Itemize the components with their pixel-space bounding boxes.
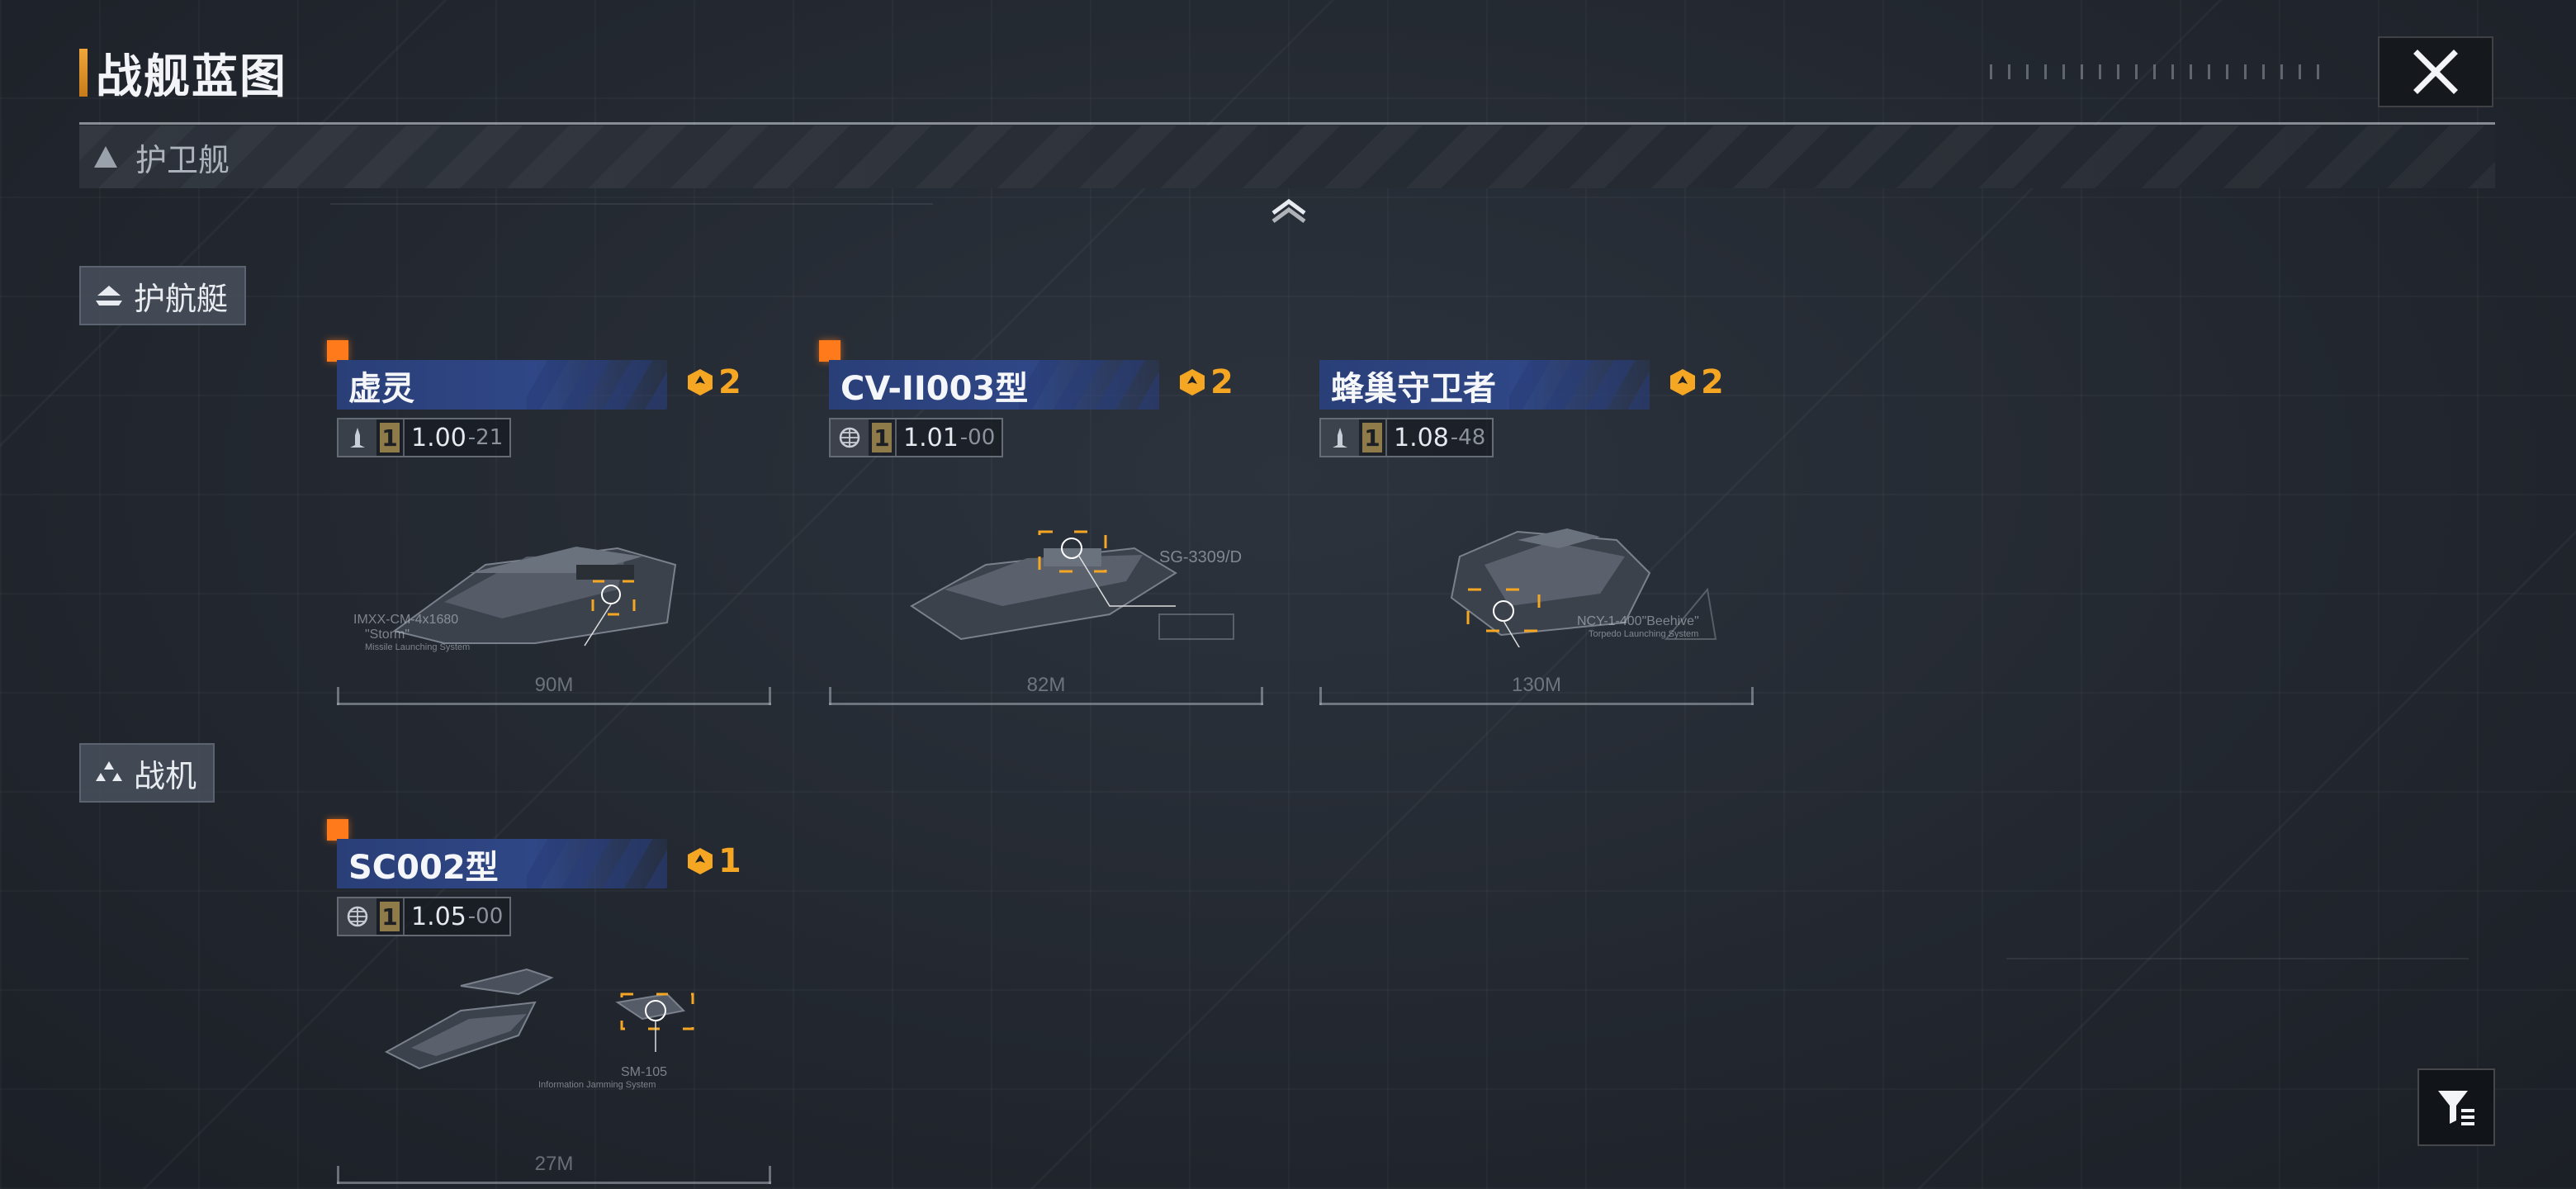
- ship-cost-value: 2: [1210, 363, 1234, 401]
- rarity-marker: [327, 819, 348, 841]
- decorative-ticks: [1990, 64, 2320, 79]
- ship-level: 1: [380, 902, 400, 931]
- ship-stat-sub: -48: [1450, 425, 1486, 450]
- weapon-desc: Missile Launching System: [365, 642, 471, 652]
- ship-level: 1: [380, 423, 400, 452]
- ship-length: 90M: [534, 674, 574, 696]
- ship-card-cv-ii003[interactable]: CV-II003型 2 1 1.01-00 SG-3309/D 82M: [819, 340, 1263, 705]
- ship-name: 虚灵: [348, 370, 414, 408]
- ship-name: SC002型: [348, 849, 499, 887]
- ship-scale-bar: [337, 1161, 771, 1184]
- rarity-marker: [327, 340, 348, 362]
- missile-icon: [350, 428, 365, 448]
- ship-scale-bar: [829, 682, 1263, 705]
- ship-cost: 1: [684, 842, 741, 880]
- cost-emblem-icon: [1180, 369, 1205, 396]
- weapon-label: SM-105: [621, 1065, 668, 1079]
- ship-scale-bar: [337, 682, 771, 705]
- ship-stat-value: 1.01: [903, 423, 959, 452]
- section-header-label: 护卫舰: [135, 141, 230, 178]
- ship-stat-sub: -21: [467, 425, 504, 450]
- weapon-label: IMXX-CM-4x1680: [353, 613, 459, 627]
- ship-cost: 2: [1666, 363, 1724, 401]
- background-ruler: [330, 203, 933, 205]
- weapon-label: SG-3309/D: [1159, 548, 1243, 566]
- ship-length: 27M: [534, 1153, 574, 1175]
- header-divider: [79, 122, 2495, 125]
- close-button[interactable]: [2378, 36, 2493, 107]
- weapon-sub: "Storm": [365, 628, 410, 642]
- ship-level: 1: [872, 423, 892, 452]
- ship-illustration: [392, 547, 677, 647]
- globe-icon: [839, 427, 860, 448]
- ship-name-bar: [337, 360, 667, 410]
- title-accent: [79, 49, 88, 97]
- ship-illustration: [384, 968, 694, 1070]
- ship-stat-sub: -00: [467, 904, 504, 929]
- triangle-up-icon: [94, 146, 117, 168]
- ship-illustration: [1450, 528, 1717, 647]
- ship-name-bar: [829, 360, 1159, 410]
- ship-stat-box: 1 1.01-00: [829, 418, 1004, 457]
- weapon-label: NCY-1-400"Beehive": [1577, 614, 1699, 628]
- ship-stat-value: 1.08: [1394, 423, 1449, 452]
- ship-cost: 2: [1176, 363, 1234, 401]
- close-icon: [2413, 50, 2458, 94]
- ship-name-bar: [337, 839, 667, 888]
- page-title-bar: 战舰蓝图: [79, 46, 287, 104]
- section-label-text: 战机: [134, 757, 197, 794]
- ship-stat-box: 1 1.08-48: [1319, 418, 1494, 457]
- missile-icon: [1333, 428, 1347, 448]
- ship-card-hive-guardian[interactable]: 蜂巢守卫者 2 1 1.08-48 NCY-1-400"Beehive" Tor…: [1319, 350, 1754, 705]
- ship-card-sc002[interactable]: SC002型 1 1 1.05-00 SM-105 Information Ja…: [327, 819, 771, 1184]
- ship-card-xuling[interactable]: 虚灵 2 1 1.00-21 IMXX-CM-4x1680 "Storm" Mi…: [327, 340, 771, 705]
- ship-name: CV-II003型: [841, 370, 1029, 408]
- ship-scale-bar: [1319, 682, 1754, 705]
- weapon-desc: Torpedo Launching System: [1589, 629, 1699, 639]
- ship-cost-value: 1: [718, 842, 741, 880]
- section-label-text: 护航艇: [134, 280, 229, 317]
- ship-stat-box: 1 1.00-21: [337, 418, 512, 457]
- filter-icon: [2438, 1091, 2474, 1125]
- cost-emblem-icon: [688, 369, 713, 396]
- ship-cost-value: 2: [1701, 363, 1724, 401]
- ship-illustration: [910, 530, 1234, 641]
- ship-stat-sub: -00: [959, 425, 996, 450]
- fighter-icon: [96, 761, 122, 781]
- ship-length: 82M: [1026, 674, 1066, 696]
- ship-name-bar: [1319, 360, 1650, 410]
- cost-emblem-icon: [1670, 369, 1695, 396]
- weapon-desc: Information Jamming System: [538, 1080, 656, 1090]
- section-label-escort[interactable]: 护航艇: [79, 266, 247, 325]
- page-title: 战舰蓝图: [96, 50, 287, 104]
- ship-level: 1: [1362, 423, 1382, 452]
- ship-stat-value: 1.00: [411, 423, 466, 452]
- ship-length: 130M: [1511, 674, 1562, 696]
- ship-stat-box: 1 1.05-00: [337, 897, 512, 936]
- rarity-marker: [819, 340, 841, 362]
- cost-emblem-icon: [688, 848, 713, 874]
- globe-icon: [347, 906, 368, 927]
- ship-cost: 2: [684, 363, 741, 401]
- ship-name: 蜂巢守卫者: [1331, 370, 1496, 408]
- ship-stat-value: 1.05: [411, 902, 466, 931]
- escort-icon: [96, 286, 122, 306]
- ship-cost-value: 2: [718, 363, 741, 401]
- chevron-up-icon[interactable]: [1268, 192, 1309, 225]
- background-ruler: [2006, 958, 2469, 959]
- section-header-frigate[interactable]: 护卫舰: [79, 126, 2495, 188]
- section-label-fighter[interactable]: 战机: [79, 743, 215, 803]
- filter-button[interactable]: [2417, 1068, 2495, 1146]
